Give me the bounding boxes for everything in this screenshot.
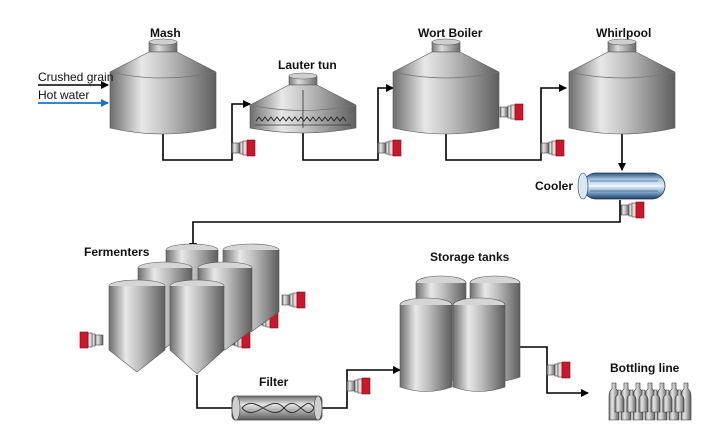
- wort-boiler-vessel: [392, 38, 500, 135]
- storage-tanks-label: Storage tanks: [430, 250, 510, 264]
- storage-tanks-group: [399, 275, 521, 392]
- whirlpool-label: Whirlpool: [596, 26, 652, 40]
- whirlpool-vessel: [568, 38, 676, 135]
- fermenters-group: [108, 243, 280, 375]
- filter-label: Filter: [259, 375, 289, 389]
- bottling-line-bottles: [608, 382, 692, 421]
- input-arrows: [38, 81, 109, 107]
- crushed-grain-label: Crushed grain: [38, 70, 114, 84]
- lauter-tun-vessel: [249, 72, 357, 134]
- bottling-line-label: Bottling line: [610, 361, 680, 375]
- cooler-label: Cooler: [535, 179, 574, 193]
- fermenters-label: Fermenters: [84, 245, 150, 259]
- filter-vessel: [231, 395, 323, 421]
- mash-label: Mash: [150, 26, 181, 40]
- pipes: [162, 84, 626, 409]
- lauter-tun-label: Lauter tun: [278, 58, 337, 72]
- cooler-vessel: [577, 172, 666, 200]
- mash-tun-vessel: [109, 38, 217, 135]
- wort-boiler-label: Wort Boiler: [418, 26, 483, 40]
- hot-water-label: Hot water: [38, 88, 90, 102]
